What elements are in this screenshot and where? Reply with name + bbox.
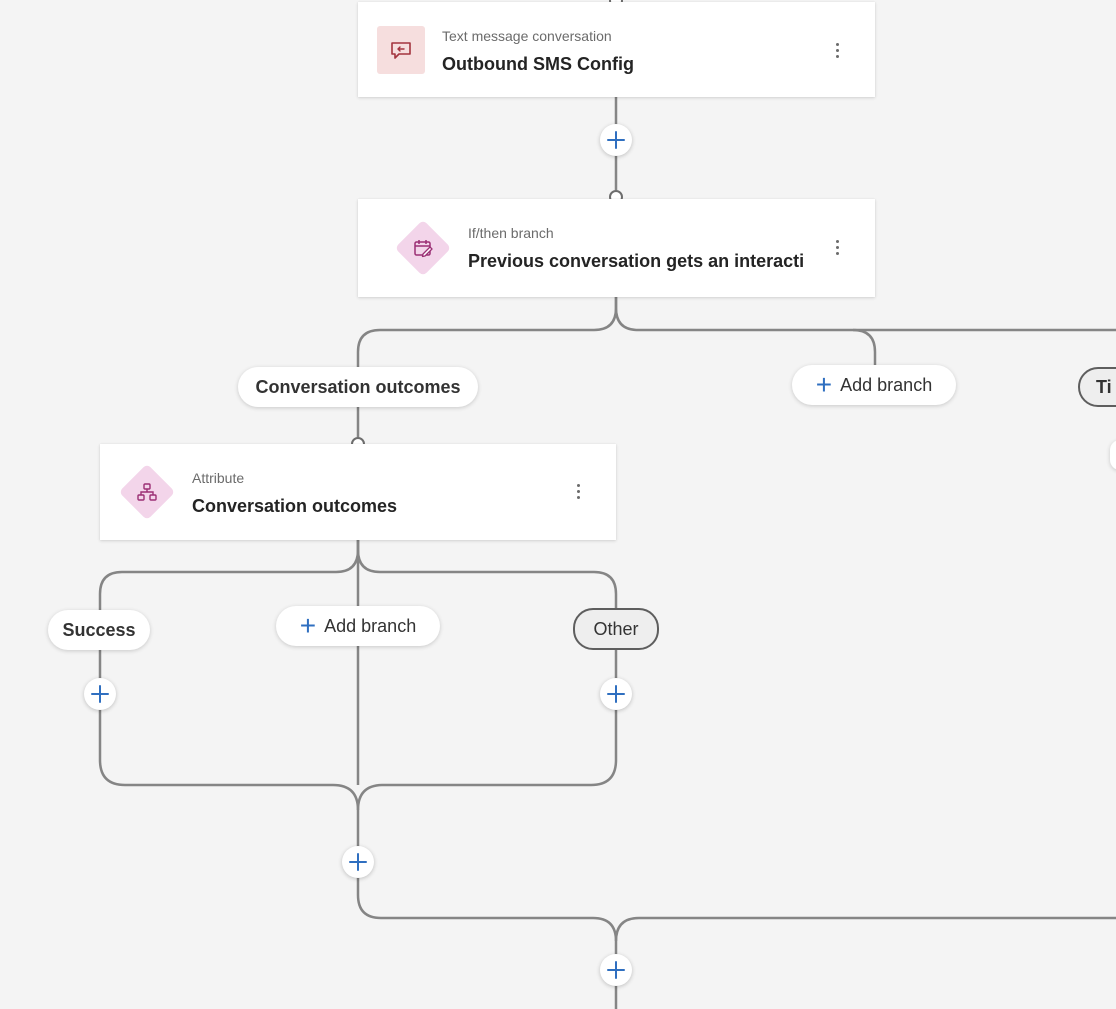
more-options-button[interactable] bbox=[568, 477, 588, 505]
add-step-button[interactable] bbox=[600, 124, 632, 156]
plus-icon bbox=[607, 961, 625, 979]
branch-pill-conversation-outcomes[interactable]: Conversation outcomes bbox=[238, 367, 478, 407]
add-step-button[interactable] bbox=[600, 678, 632, 710]
more-options-button[interactable] bbox=[827, 36, 847, 64]
ifthen-node-card[interactable]: If/then branch Previous conversation get… bbox=[358, 199, 875, 297]
branch-label: Ti bbox=[1096, 376, 1112, 397]
node-title: Conversation outcomes bbox=[192, 496, 398, 516]
plus-icon bbox=[91, 685, 109, 703]
plus-icon bbox=[607, 131, 625, 149]
add-branch-button[interactable]: + Add branch bbox=[792, 365, 956, 405]
hierarchy-icon bbox=[118, 463, 176, 521]
branch-calendar-icon bbox=[394, 219, 452, 277]
branch-pill-other[interactable]: Other bbox=[573, 608, 659, 650]
attribute-node-card[interactable]: Attribute Conversation outcomes bbox=[100, 444, 616, 540]
more-options-icon bbox=[835, 239, 839, 243]
branch-label: Success bbox=[62, 619, 136, 640]
plus-icon bbox=[607, 685, 625, 703]
sms-node-card[interactable]: Text message conversation Outbound SMS C… bbox=[358, 2, 875, 97]
branch-label: Conversation outcomes bbox=[255, 376, 461, 397]
more-options-icon bbox=[576, 483, 580, 487]
plus-icon: + bbox=[299, 610, 317, 641]
node-type-label: Text message conversation bbox=[442, 28, 612, 44]
add-branch-label: Add branch bbox=[840, 374, 933, 395]
offscreen-node-edge bbox=[1110, 440, 1116, 470]
node-title: Previous conversation gets an interacti bbox=[468, 251, 803, 271]
branch-label: Other bbox=[593, 618, 639, 639]
add-step-button[interactable] bbox=[342, 846, 374, 878]
branch-pill-success[interactable]: Success bbox=[48, 610, 150, 650]
chat-message-icon bbox=[377, 26, 425, 74]
add-step-button[interactable] bbox=[84, 678, 116, 710]
more-options-button[interactable] bbox=[827, 233, 847, 261]
plus-icon: + bbox=[815, 369, 833, 400]
node-type-label: Attribute bbox=[192, 470, 245, 486]
add-branch-label: Add branch bbox=[324, 615, 417, 636]
branch-pill-clipped[interactable]: Ti bbox=[1078, 367, 1116, 407]
node-type-label: If/then branch bbox=[468, 225, 554, 241]
node-title: Outbound SMS Config bbox=[442, 54, 634, 74]
more-options-icon bbox=[835, 42, 839, 46]
add-step-button[interactable] bbox=[600, 954, 632, 986]
add-branch-button[interactable]: + Add branch bbox=[276, 606, 440, 646]
plus-icon bbox=[349, 853, 367, 871]
